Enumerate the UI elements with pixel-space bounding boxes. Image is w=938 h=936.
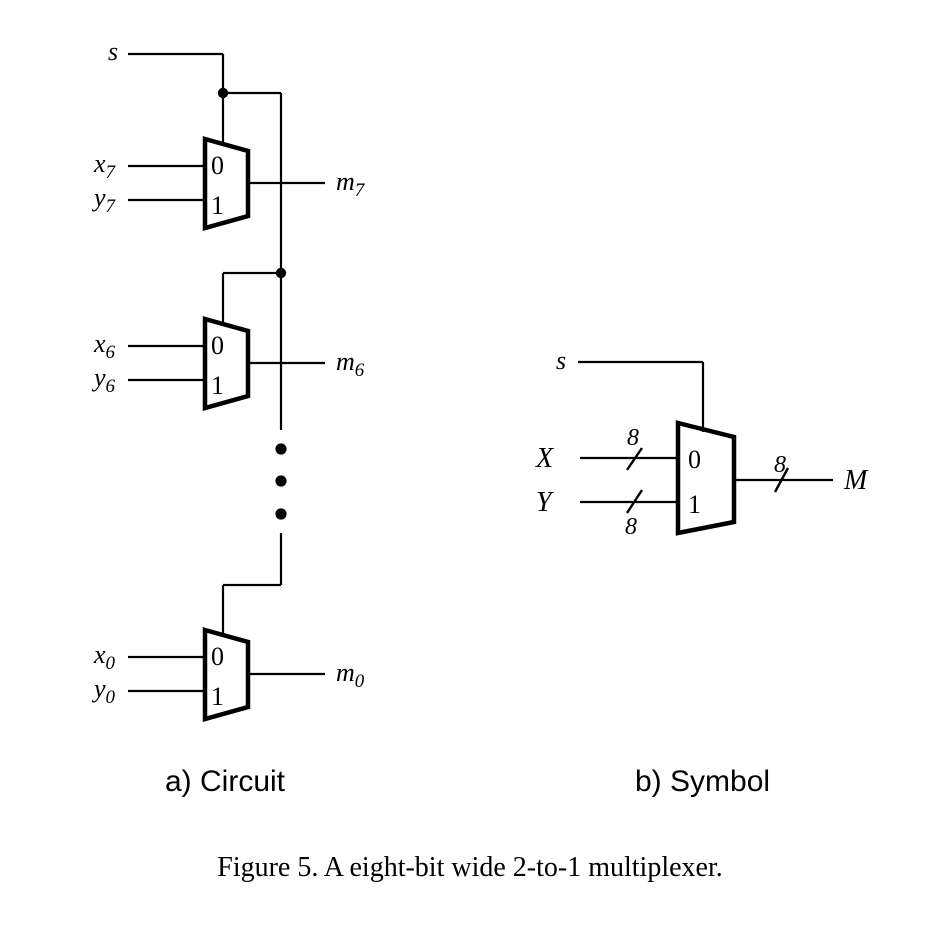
symbol-port0-label: 0	[688, 445, 701, 474]
symbol-select-label: s	[556, 346, 566, 375]
mux-port0-label: 0	[211, 151, 224, 180]
bus-slash-m	[773, 467, 790, 493]
symbol-diagram: s 8 8 8 X Y M 0 1	[535, 346, 869, 540]
bus-width-label-x: 8	[627, 425, 639, 451]
mux-bit6: x6 y6 m6 0 1	[91, 316, 365, 411]
symbol-output-label-m: M	[843, 465, 869, 496]
symbol-input-label-x: X	[535, 443, 554, 474]
input-label-y6: y6	[91, 363, 116, 397]
mux-trapezoid	[202, 316, 251, 411]
mux-port0-label: 0	[211, 331, 224, 360]
input-label-y0: y0	[91, 674, 116, 708]
input-label-y7: y7	[91, 183, 117, 217]
mux-port1-label: 1	[211, 371, 224, 400]
mux-bit7: x7 y7 m7 0 1	[91, 136, 366, 231]
figure-caption: Figure 5. A eight-bit wide 2-to-1 multip…	[217, 852, 723, 883]
mux-trapezoid	[202, 627, 251, 722]
mux-port0-label: 0	[211, 642, 224, 671]
input-label-x0: x0	[93, 640, 116, 674]
bus-slash-x	[626, 447, 643, 471]
circuit-select-label: s	[108, 37, 118, 66]
mux-port1-label: 1	[211, 191, 224, 220]
bus-width-label-y: 8	[625, 514, 637, 540]
output-label-m6: m6	[336, 347, 365, 381]
part-b-label: b) Symbol	[635, 765, 770, 798]
symbol-port1-label: 1	[688, 490, 701, 519]
symbol-mux-trapezoid	[675, 420, 737, 536]
mux-trapezoid	[202, 136, 251, 231]
symbol-input-label-y: Y	[536, 487, 555, 518]
output-label-m7: m7	[336, 167, 366, 201]
input-label-x7: x7	[93, 149, 117, 183]
mux-bit0: x0 y0 m0 0 1	[91, 627, 365, 722]
ellipsis-dot	[275, 508, 287, 520]
output-label-m0: m0	[336, 658, 365, 692]
part-a-label: a) Circuit	[165, 765, 286, 798]
ellipsis-dot	[275, 443, 287, 455]
circuit-diagram: s x7 y7 m7 0	[91, 37, 366, 722]
ellipsis-dot	[275, 475, 287, 487]
input-label-x6: x6	[93, 329, 116, 363]
bus-width-label-m: 8	[774, 452, 786, 478]
mux-port1-label: 1	[211, 682, 224, 711]
bus-slash-y	[625, 489, 644, 514]
